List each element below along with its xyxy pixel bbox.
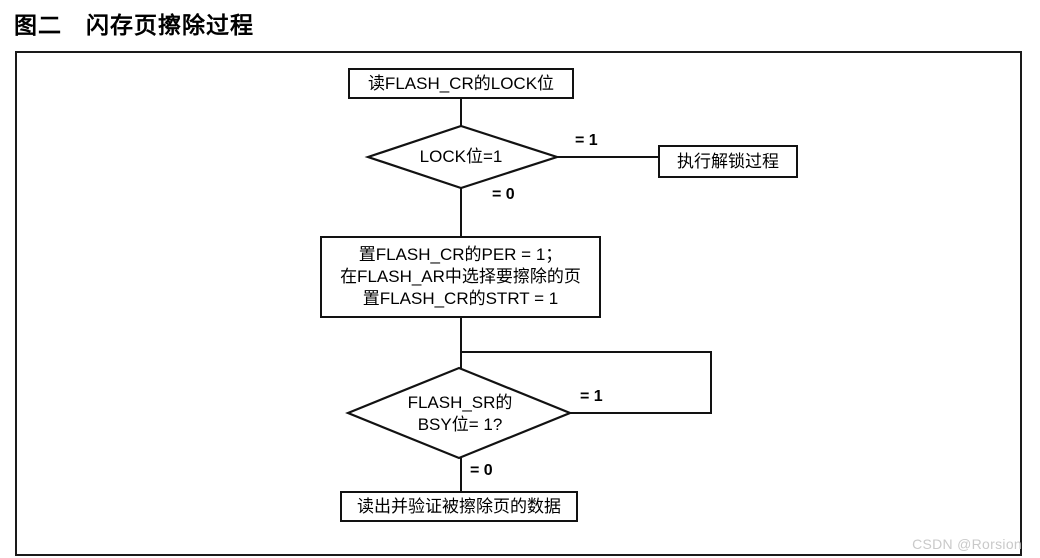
node-bsy-check-label-wrap[interactable]: FLASH_SR的 BSY位= 1? xyxy=(384,390,536,438)
node-set-per[interactable]: 置FLASH_CR的PER = 1； 在FLASH_AR中选择要擦除的页 置FL… xyxy=(320,236,601,318)
edge-label-lock-yes: = 1 xyxy=(575,132,598,149)
node-unlock-proc-label: 执行解锁过程 xyxy=(677,151,779,171)
edge-label-bsy-yes: = 1 xyxy=(580,388,603,405)
node-read-lock[interactable]: 读FLASH_CR的LOCK位 xyxy=(348,68,574,99)
edge-label-bsy-no: = 0 xyxy=(470,462,493,479)
node-set-per-label: 置FLASH_CR的PER = 1； 在FLASH_AR中选择要擦除的页 置FL… xyxy=(340,245,581,308)
node-lock-check-label-wrap[interactable]: LOCK位=1 xyxy=(386,140,536,174)
node-read-lock-label: 读FLASH_CR的LOCK位 xyxy=(367,73,555,93)
node-verify-data[interactable]: 读出并验证被擦除页的数据 xyxy=(340,491,578,522)
edge-label-lock-no: = 0 xyxy=(492,186,515,203)
watermark: CSDN @Rorsion xyxy=(912,536,1022,552)
node-unlock-proc[interactable]: 执行解锁过程 xyxy=(658,145,798,178)
node-verify-data-label: 读出并验证被擦除页的数据 xyxy=(357,496,561,516)
page-title: 图二 闪存页擦除过程 xyxy=(14,13,254,38)
node-bsy-check-label: FLASH_SR的 BSY位= 1? xyxy=(407,392,513,434)
node-lock-check-label: LOCK位=1 xyxy=(419,146,503,166)
